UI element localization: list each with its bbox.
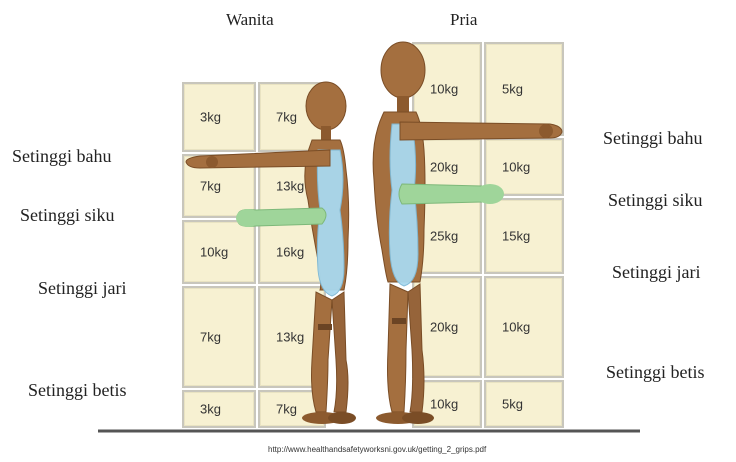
woman-mannequin (186, 82, 356, 424)
left-label-shoulder: Setinggi bahu (12, 146, 112, 167)
right-label-finger: Setinggi jari (612, 262, 701, 283)
source-url: http://www.healthandsafetyworksni.gov.uk… (268, 445, 486, 454)
left-label-elbow: Setinggi siku (20, 205, 115, 226)
man-mannequin (373, 42, 562, 424)
left-label-calf: Setinggi betis (28, 380, 127, 401)
right-label-elbow: Setinggi siku (608, 190, 703, 211)
right-label-shoulder: Setinggi bahu (603, 128, 703, 149)
left-label-finger: Setinggi jari (38, 278, 127, 299)
right-label-calf: Setinggi betis (606, 362, 705, 383)
